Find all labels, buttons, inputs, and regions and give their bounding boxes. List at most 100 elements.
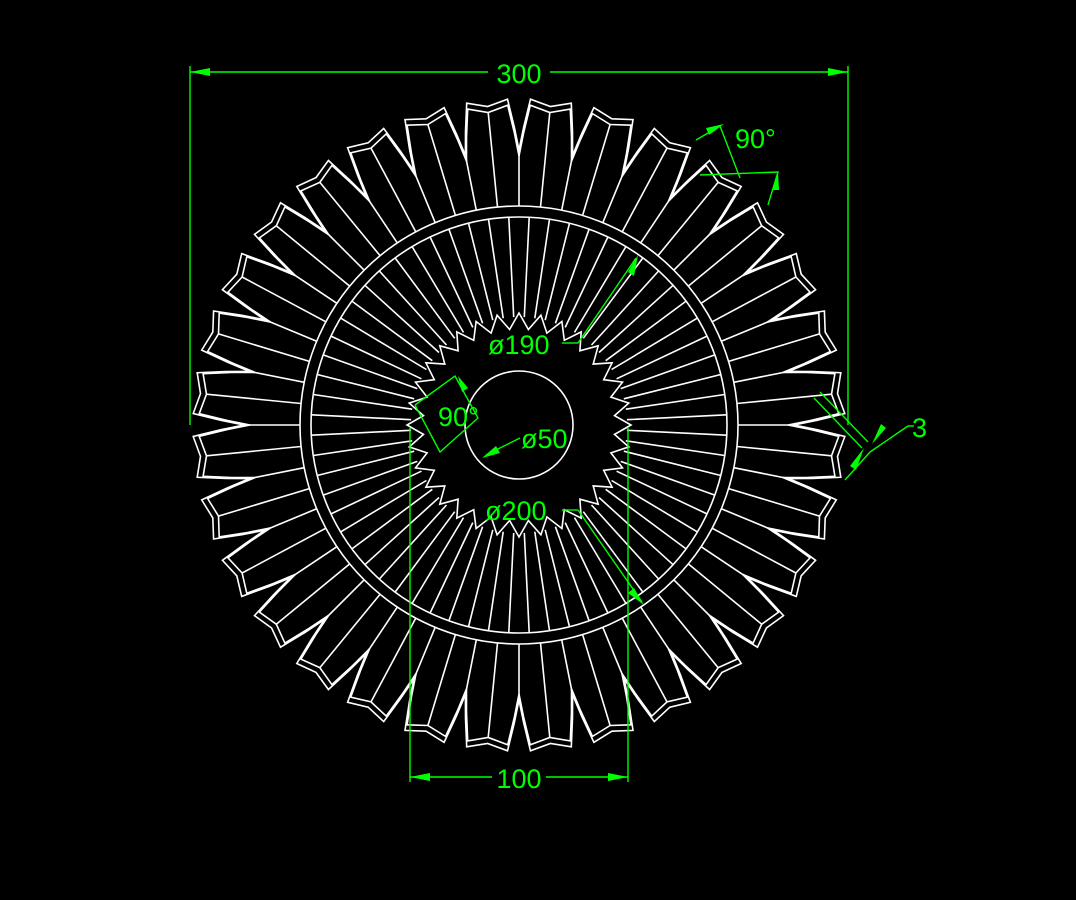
petal-crease [319,181,381,257]
radial-spokes [244,150,794,700]
dimension-diameter-50: ø50 [482,424,568,458]
petal-outline [788,424,846,480]
outer-spoke-line [700,546,749,579]
outer-spoke-line [413,626,436,680]
outer-spoke-line [733,466,789,480]
petal-offset-outline [767,312,832,374]
spoke-line [378,504,448,580]
petal-offset-outline [406,112,468,177]
spoke-line [564,236,609,328]
spoke-line [364,284,440,354]
spoke-line [605,488,687,550]
spoke-line [616,335,708,380]
petal-outline [571,678,634,744]
petal-outline [221,529,291,598]
petal-crease [711,527,797,574]
spoke-line [340,317,427,371]
outer-spoke-line [733,370,789,384]
petal-offset-outline [570,112,632,177]
outer-spoke-line [673,229,715,271]
spoke-line [534,531,551,631]
petal-outline [253,201,325,273]
spoke-line [394,511,456,593]
spoke-line [313,393,413,410]
petal-crease [370,617,417,703]
spoke-line [590,504,660,580]
petal-crease [711,276,797,323]
outer-spoke-line [323,229,365,271]
petal-outline [747,252,817,321]
spoke-line [313,440,413,457]
spoke-line [590,270,660,346]
dimension-angle-inner: 90° [414,374,479,454]
dimension-text-angle-top: 90° [735,124,776,154]
dimension-text-diameter-190: ø190 [488,330,550,360]
spoke-line [554,228,590,324]
outer-spoke-line [673,579,715,621]
spoke-line [508,532,515,633]
outer-spoke-line [464,155,478,211]
spoke-line [544,223,571,321]
dimension-overall-width: 300 [189,59,849,425]
outer-spoke-line [720,319,774,342]
petal-outline [221,252,291,321]
petal-crease [687,563,763,625]
petal-crease [319,593,381,669]
petal-crease [581,124,611,216]
petal-outline [671,619,743,691]
petal-outline [200,477,266,540]
dimension-text-100: 100 [496,764,541,794]
petal-outline [404,678,467,744]
petal-crease [736,445,832,457]
petal-outline [571,106,634,172]
petal-outline [192,424,250,480]
petal-outline [404,106,467,172]
spoke-line [448,228,484,324]
outer-spoke-line [264,508,318,531]
spoke-line [311,429,412,436]
outer-spoke-line [560,639,574,695]
petal-outline [346,653,415,723]
spoke-line [317,450,415,477]
outer-spoke-line [323,579,365,621]
spoke-line [625,393,725,410]
petal-outline [772,310,838,373]
dimension-diameter-200: ø200 [485,496,644,605]
petal-outline [200,310,266,373]
spoke-line [429,236,474,328]
spoke-line [611,317,698,371]
dimension-offset-3: 3 [813,391,927,481]
spoke-line [582,511,644,593]
spoke-line [351,300,433,362]
outer-petal-ring [192,98,846,752]
spoke-line [573,246,627,333]
spoke-line [523,217,530,318]
middle-ring-inner [310,216,728,634]
petal-crease [427,124,457,216]
petal-crease [539,642,551,738]
petal-crease [539,112,551,208]
dimension-text-diameter-50: ø50 [521,424,568,454]
spoke-line [534,219,551,319]
outer-spoke-line [413,170,436,224]
outer-spoke-line [640,606,673,655]
outer-spoke-line [560,155,574,211]
petal-crease [487,642,499,738]
spoke-line [351,488,433,550]
petal-outline [623,127,692,197]
center-bore-circle [464,370,574,480]
outer-spoke-line [289,546,338,579]
petal-crease [370,147,417,233]
spoke-line [322,354,418,390]
outer-spoke-line [720,508,774,531]
petal-crease [657,593,719,669]
petal-offset-outline [406,673,468,738]
petal-crease [487,112,499,208]
petal-crease [206,393,302,405]
spoke-line [340,479,427,533]
outer-spoke-line [264,319,318,342]
spoke-line [411,517,465,604]
spoke-line [620,460,716,496]
